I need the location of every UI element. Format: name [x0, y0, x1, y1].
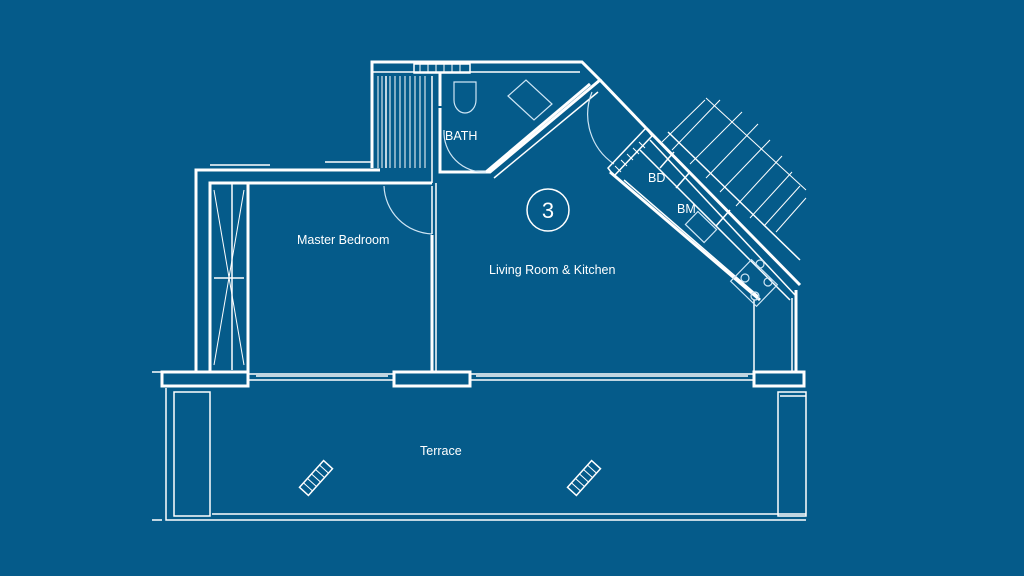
bath-walls: [370, 60, 603, 183]
unit-number-circle: [526, 188, 570, 232]
front-wall: [152, 370, 806, 388]
bm-label: BM: [677, 202, 696, 216]
bd-label: BD: [648, 171, 665, 185]
terrace: [152, 388, 807, 521]
master-bedroom-walls: [194, 161, 437, 372]
side-window: [607, 126, 653, 178]
stairs: [661, 97, 807, 261]
bedroom-door: [383, 185, 433, 235]
terrace-label: Terrace: [420, 444, 462, 458]
living-kitchen-label: Living Room & Kitchen: [489, 263, 616, 277]
bath-label: BATH: [445, 129, 477, 143]
master-bedroom-label: Master Bedroom: [297, 233, 389, 247]
living-walls: [587, 78, 802, 372]
unit-number: 3: [542, 198, 554, 223]
